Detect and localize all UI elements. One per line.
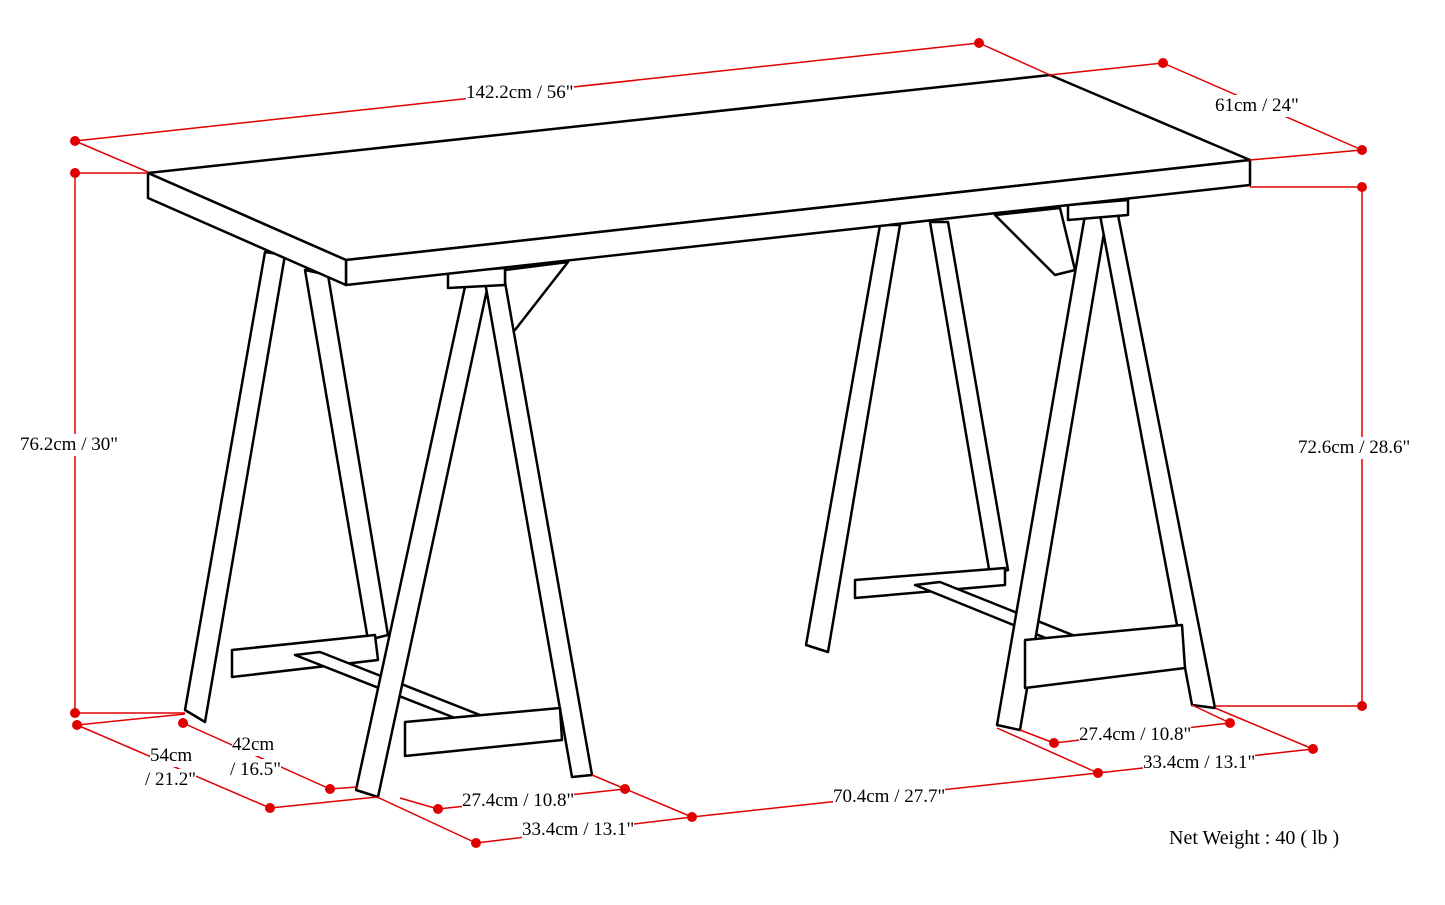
brace <box>503 260 570 332</box>
dimension-dots <box>70 38 1367 848</box>
between-legs-label: 70.4cm / 27.7" <box>833 786 946 808</box>
depth-label: 61cm / 24" <box>1215 95 1299 117</box>
left-outer-leg-width-label: 33.4cm / 13.1" <box>522 819 635 841</box>
under-height-label: 72.6cm / 28.6" <box>1298 437 1411 459</box>
right-inner-leg-width-label: 27.4cm / 10.8" <box>1079 724 1192 746</box>
outer-leg-depth-inch-label: / 21.2" <box>145 769 197 791</box>
inner-leg-depth-inch-label: / 16.5" <box>230 759 282 781</box>
net-weight-label: Net Weight : 40 ( lb ) <box>1169 827 1340 849</box>
crossbar <box>1023 623 1187 690</box>
right-outer-leg-width-label: 33.4cm / 13.1" <box>1143 752 1256 774</box>
outer-leg-depth-label: 54cm <box>150 745 193 767</box>
tabletop-side <box>146 171 348 287</box>
leg <box>303 268 390 642</box>
crossbar <box>403 706 564 758</box>
brace <box>993 206 1077 277</box>
desk-outline <box>146 73 1252 799</box>
leg <box>928 220 1010 577</box>
width-label: 142.2cm / 56" <box>466 82 574 104</box>
inner-leg-depth-label: 42cm <box>232 734 275 756</box>
leg <box>483 280 594 779</box>
total-height-label: 76.2cm / 30" <box>20 434 118 456</box>
left-inner-leg-width-label: 27.4cm / 10.8" <box>462 790 575 812</box>
